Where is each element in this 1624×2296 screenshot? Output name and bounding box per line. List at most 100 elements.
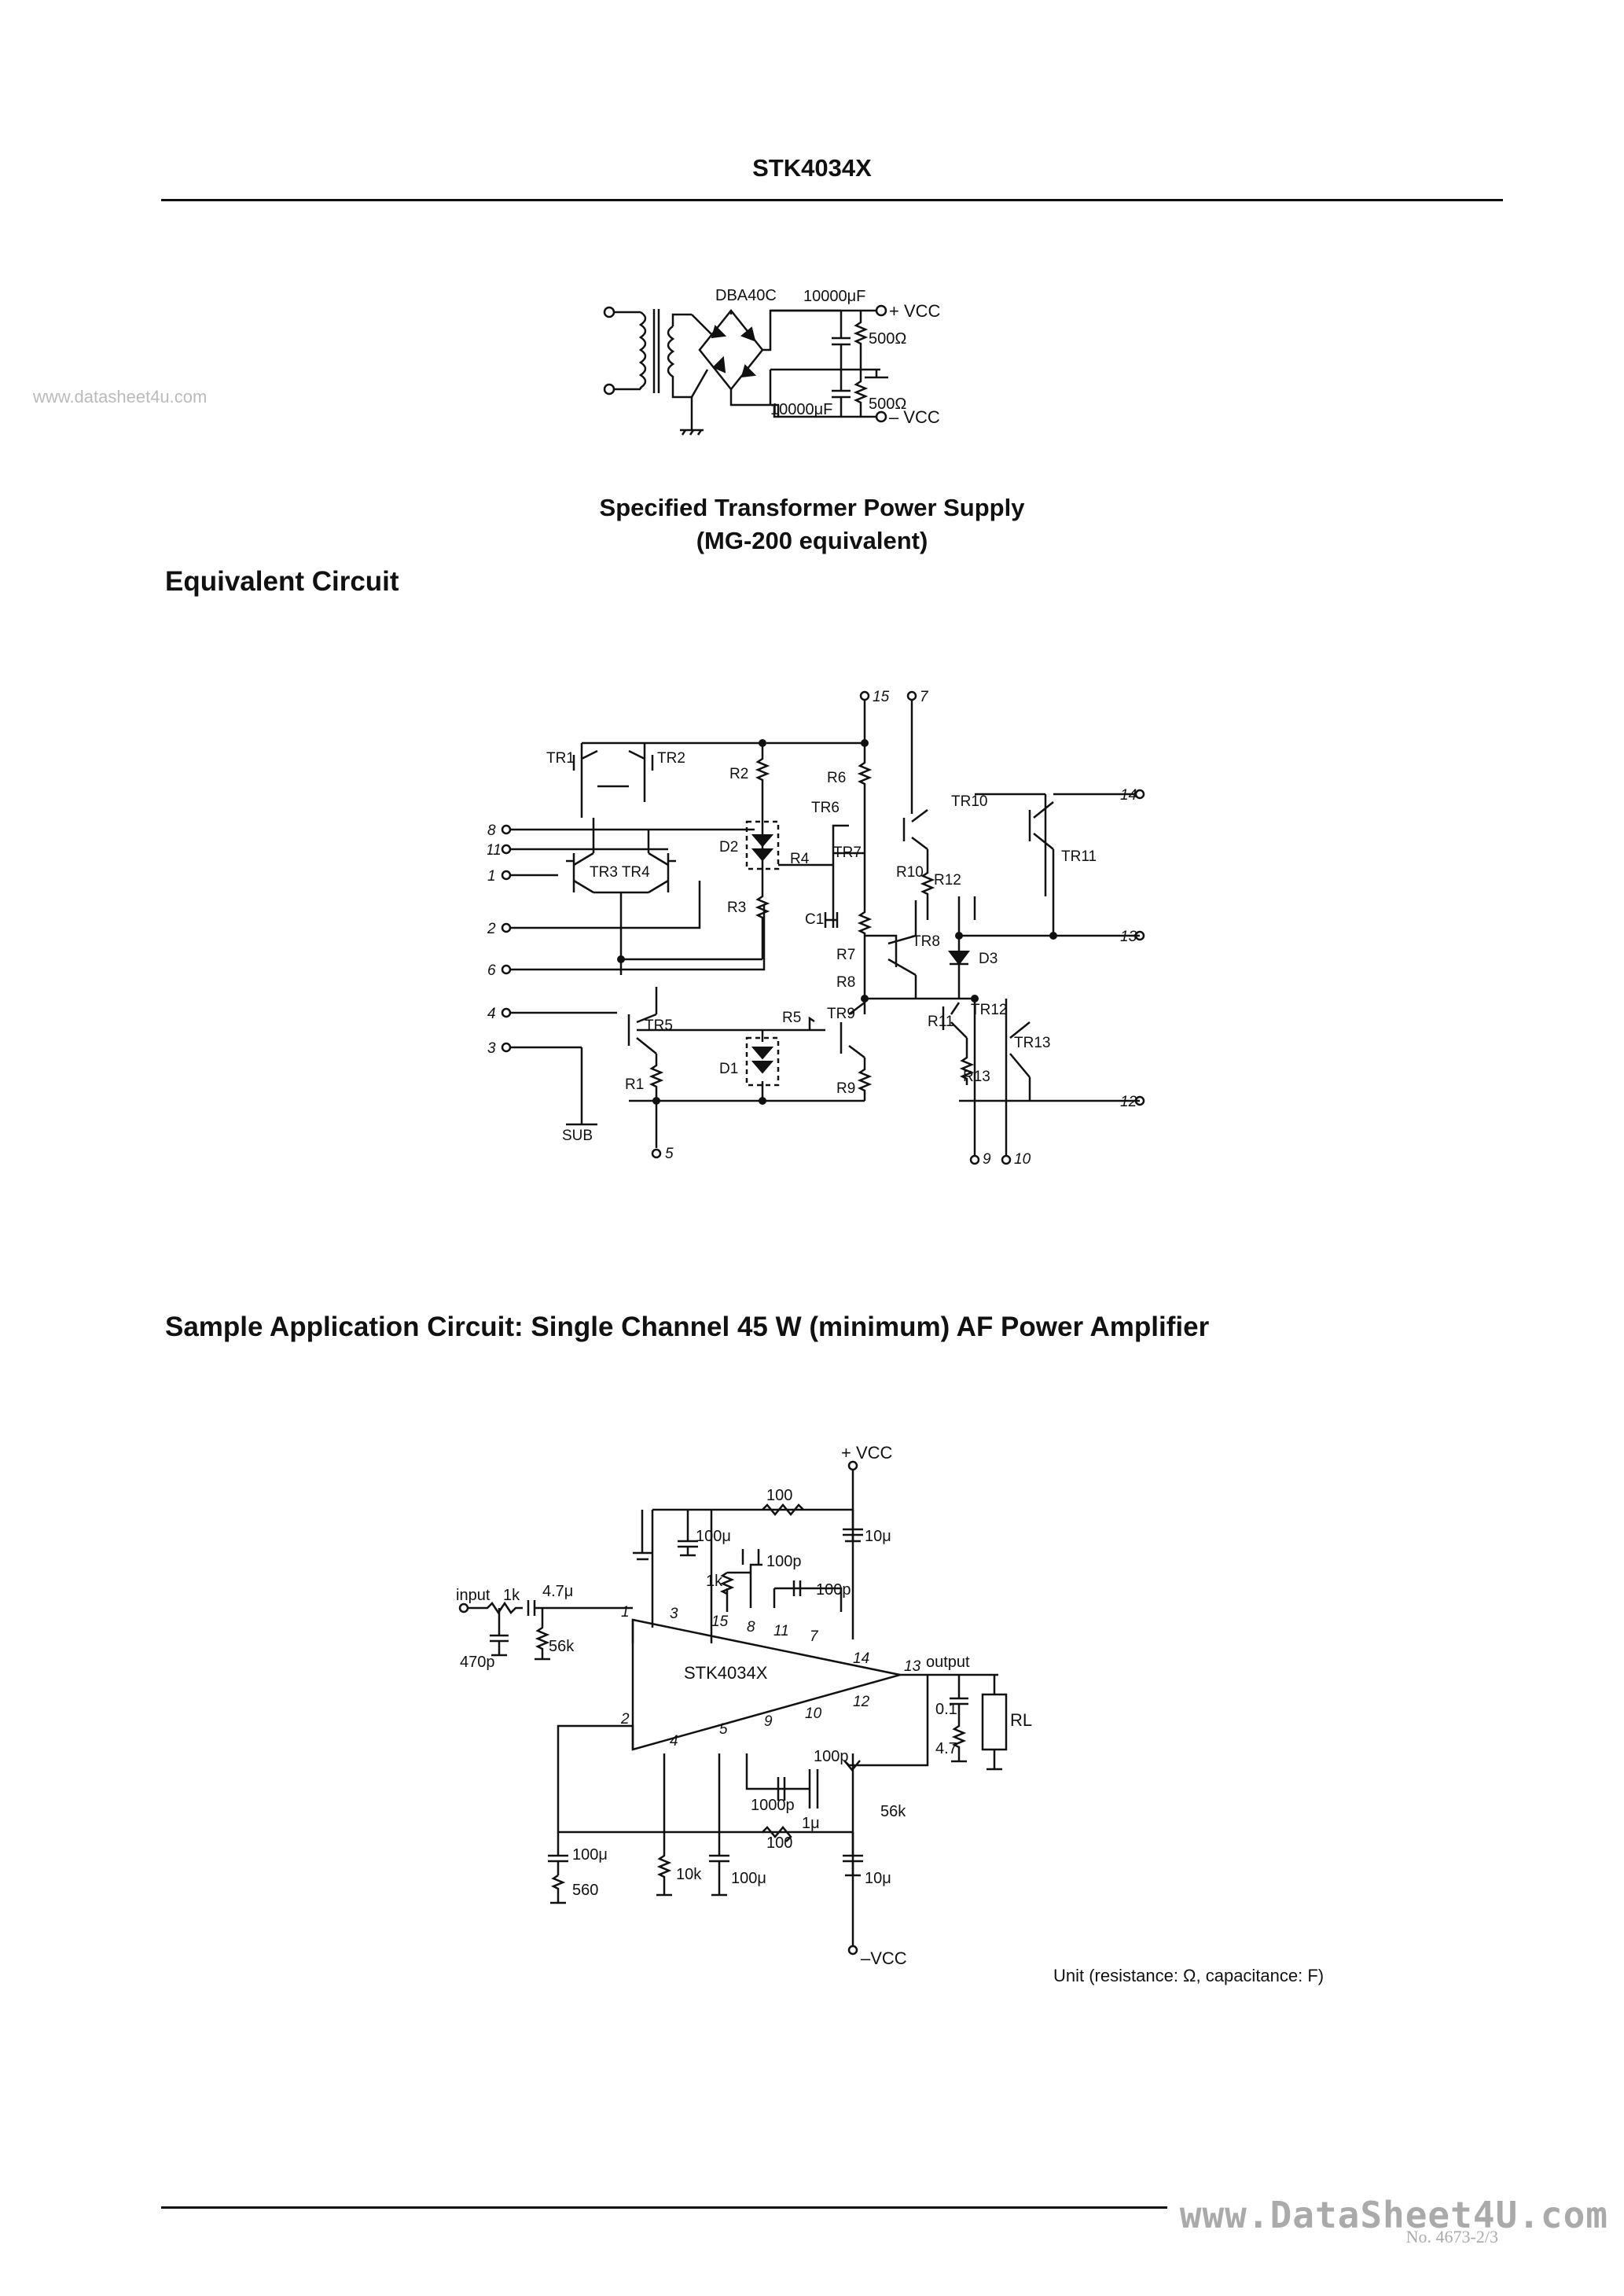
r-10k-label: 10k — [676, 1866, 702, 1883]
c-100u-b1-label: 100μ — [572, 1846, 608, 1864]
r-47-label: 4.7 — [935, 1740, 957, 1757]
vcc-pos-label: + VCC — [889, 301, 941, 321]
pin-15-label: 15 — [873, 689, 890, 705]
tr3-tr4-label: TR3 TR4 — [590, 864, 650, 881]
pin-2-label: 2 — [487, 921, 496, 937]
power-supply-schematic: DBA40C 10000μF 10000μF 500Ω 500Ω + VCC –… — [603, 287, 941, 436]
tr8-label: TR8 — [912, 933, 940, 950]
c-100p-c-label: 100p — [814, 1748, 849, 1765]
header-rule — [161, 199, 1503, 201]
r13-label: R13 — [963, 1069, 990, 1085]
r10-label: R10 — [896, 864, 924, 881]
unit-note: Unit (resistance: Ω, capacitance: F) — [1053, 1966, 1325, 1985]
tr7-label: TR7 — [833, 844, 862, 861]
pin-3-label: 3 — [487, 1040, 496, 1057]
tr1-label: TR1 — [546, 750, 575, 767]
c-1u-label: 1μ — [802, 1815, 820, 1832]
pin-6-label: 6 — [487, 962, 496, 979]
equivalent-circuit-schematic: TR1 TR2 TR3 TR4 TR5 TR6 TR7 TR8 TR9 TR10… — [487, 689, 1145, 1168]
sub-label: SUB — [562, 1128, 593, 1144]
app-pin-5: 5 — [719, 1721, 728, 1738]
app-pin-13: 13 — [904, 1658, 921, 1675]
left-watermark: www.datasheet4u.com — [33, 387, 208, 407]
app-pin-11: 11 — [773, 1623, 789, 1639]
tr11-label: TR11 — [1061, 848, 1097, 865]
res-top-label: 500Ω — [869, 330, 906, 348]
r12-label: R12 — [934, 872, 961, 889]
c-10u-bot-label: 10μ — [865, 1870, 891, 1887]
tr6-label: TR6 — [811, 800, 840, 816]
r-100-top-label: 100 — [766, 1487, 792, 1504]
output-label: output — [926, 1654, 970, 1671]
tr10-label: TR10 — [951, 793, 987, 810]
app-vcc-pos-label: + VCC — [841, 1443, 893, 1463]
application-circuit-heading: Sample Application Circuit: Single Chann… — [165, 1312, 1210, 1342]
pin-1-label: 1 — [487, 868, 496, 885]
d2-label: D2 — [719, 839, 738, 855]
c1-label: C1 — [805, 911, 824, 928]
pin-9-label: 9 — [983, 1151, 991, 1168]
r9-label: R9 — [836, 1080, 855, 1097]
r-56k-fb-label: 56k — [880, 1803, 906, 1820]
page-number: No. 4673-2/3 — [1405, 2227, 1498, 2246]
r-56k-in-label: 56k — [549, 1638, 575, 1655]
res-bottom-label: 500Ω — [869, 396, 906, 413]
footer-watermark: www.DataSheet4U.com — [1179, 2194, 1608, 2236]
r-1k-fb-label: 1k — [706, 1573, 723, 1590]
c-100u-top-label: 100μ — [696, 1528, 731, 1545]
r-in-label: 1k — [503, 1587, 520, 1604]
pin-14-label: 14 — [1120, 787, 1137, 804]
app-pin-10: 10 — [805, 1705, 822, 1722]
tr13-label: TR13 — [1014, 1035, 1050, 1051]
r6-label: R6 — [827, 770, 846, 786]
pin-12-label: 12 — [1120, 1094, 1137, 1110]
application-circuit-schematic: + VCC –VCC STK4034X input output 1k 4.7μ… — [456, 1443, 1032, 1968]
c-10u-top-label: 10μ — [865, 1528, 891, 1545]
app-pin-1: 1 — [621, 1604, 630, 1621]
r5-label: R5 — [782, 1010, 801, 1026]
power-supply-caption-sub: (MG-200 equivalent) — [696, 527, 928, 554]
app-pin-9: 9 — [764, 1713, 773, 1730]
app-pin-14: 14 — [853, 1650, 869, 1667]
vcc-neg-label: – VCC — [889, 407, 940, 427]
r-560-label: 560 — [572, 1882, 598, 1899]
app-pin-8: 8 — [747, 1619, 755, 1636]
c-470p-label: 470p — [460, 1654, 495, 1671]
c-in-label: 4.7μ — [542, 1583, 573, 1600]
r1-label: R1 — [625, 1076, 644, 1093]
r2-label: R2 — [729, 766, 748, 782]
c-01-label: 0.1 — [935, 1701, 957, 1718]
cap-top-label: 10000μF — [803, 288, 865, 305]
r8-label: R8 — [836, 974, 855, 991]
app-vcc-neg-label: –VCC — [861, 1948, 907, 1968]
pin-4-label: 4 — [487, 1006, 496, 1022]
footer-rule — [161, 2206, 1167, 2209]
load-label: RL — [1010, 1710, 1032, 1730]
page-header-part-number: STK4034X — [752, 154, 872, 182]
tr9-label: TR9 — [827, 1006, 855, 1022]
r11-label: R11 — [928, 1014, 953, 1030]
cap-bottom-label: 10000μF — [770, 401, 832, 418]
tr12-label: TR12 — [971, 1002, 1007, 1018]
pin-13-label: 13 — [1120, 929, 1137, 945]
pin-8-label: 8 — [487, 822, 496, 839]
d1-label: D1 — [719, 1061, 738, 1077]
equivalent-circuit-heading: Equivalent Circuit — [165, 566, 399, 597]
power-supply-caption: Specified Transformer Power Supply — [599, 494, 1025, 521]
pin-5-label: 5 — [665, 1146, 674, 1162]
r-100-bot-label: 100 — [766, 1834, 792, 1852]
app-pin-12: 12 — [853, 1694, 870, 1710]
ic-label: STK4034X — [684, 1663, 768, 1683]
app-pin-15: 15 — [711, 1613, 729, 1630]
c-1000p-label: 1000p — [751, 1797, 795, 1814]
app-pin-3: 3 — [670, 1606, 678, 1622]
r7-label: R7 — [836, 947, 855, 963]
app-pin-2: 2 — [620, 1711, 630, 1728]
d3-label: D3 — [979, 951, 998, 967]
c-100p-a-label: 100p — [766, 1553, 802, 1570]
tr5-label: TR5 — [645, 1017, 673, 1034]
tr2-label: TR2 — [657, 750, 685, 767]
r4-label: R4 — [790, 851, 810, 867]
c-100u-b2-label: 100μ — [731, 1870, 766, 1887]
pin-7-label: 7 — [920, 689, 929, 705]
